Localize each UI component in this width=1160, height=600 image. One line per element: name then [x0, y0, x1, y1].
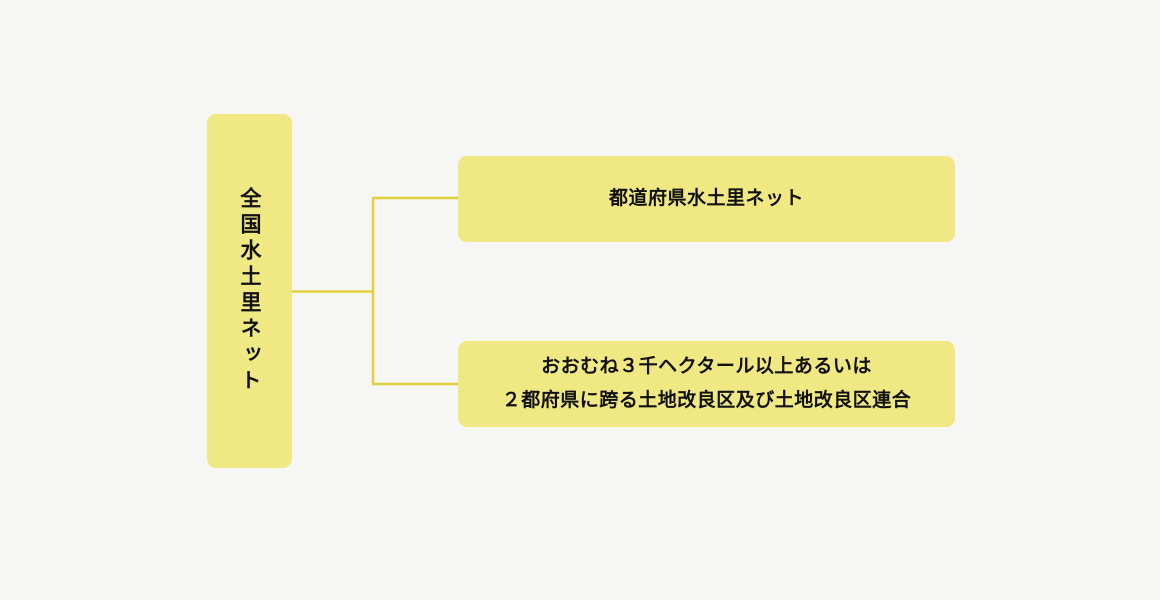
- node-child-district: おおむね３千ヘクタール以上あるいは ２都府県に跨る土地改良区及び土地改良区連合: [458, 341, 955, 427]
- node-child-prefectural: 都道府県水土里ネット: [458, 156, 955, 242]
- node-child-district-label: おおむね３千ヘクタール以上あるいは ２都府県に跨る土地改良区及び土地改良区連合: [501, 355, 912, 411]
- node-child-prefectural-label: 都道府県水土里ネット: [608, 187, 804, 210]
- node-root: 全国水土里ネット: [207, 114, 292, 468]
- node-root-label: 全国水土里ネット: [238, 187, 262, 395]
